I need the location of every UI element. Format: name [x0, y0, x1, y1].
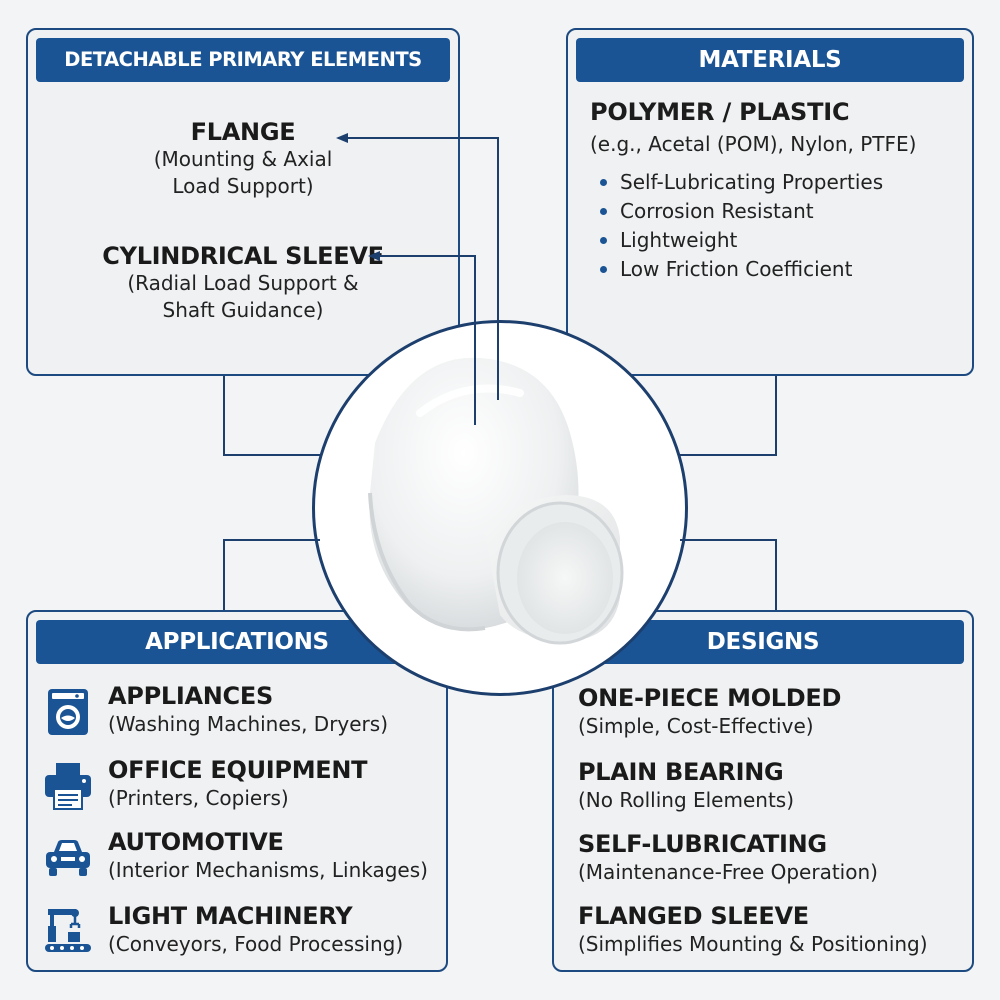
connector-bottom-right [680, 539, 777, 610]
property-label: Low Friction Coefficient [620, 257, 853, 281]
materials-subtitle: (e.g., Acetal (POM), Nylon, PTFE) [590, 132, 917, 156]
list-item: Corrosion Resistant [600, 197, 883, 226]
design-title: ONE-PIECE MOLDED [578, 684, 842, 712]
robotic-arm-conveyor-icon [45, 909, 91, 952]
application-text: LIGHT MACHINERY (Conveyors, Food Process… [108, 902, 403, 958]
primary-elements-header: DETACHABLE PRIMARY ELEMENTS [36, 38, 450, 82]
design-item: SELF-LUBRICATING (Maintenance-Free Opera… [578, 830, 878, 886]
design-item: ONE-PIECE MOLDED (Simple, Cost-Effective… [578, 684, 841, 740]
application-text: OFFICE EQUIPMENT (Printers, Copiers) [108, 756, 368, 812]
bearing-image-circle [312, 320, 688, 696]
sleeve-desc-line2: Shaft Guidance) [162, 298, 324, 322]
flange-title: FLANGE [190, 118, 296, 146]
materials-title: POLYMER / PLASTIC [590, 98, 850, 126]
connector-top-right [680, 376, 777, 456]
car-icon [46, 840, 90, 876]
list-item: Lightweight [600, 226, 883, 255]
flanged-bearing-illustration [368, 357, 624, 645]
sleeve-desc-line1: (Radial Load Support & [127, 271, 359, 295]
application-title: LIGHT MACHINERY [108, 902, 353, 930]
sleeve-title: CYLINDRICAL SLEEVE [102, 242, 384, 270]
application-title: OFFICE EQUIPMENT [108, 756, 368, 784]
application-automotive: AUTOMOTIVE (Interior Mechanisms, Linkage… [42, 828, 428, 884]
design-desc: (Simplifies Mounting & Positioning) [578, 932, 928, 956]
design-item: PLAIN BEARING (No Rolling Elements) [578, 758, 794, 814]
printer-icon [45, 763, 91, 810]
application-appliances: APPLIANCES (Washing Machines, Dryers) [42, 682, 388, 738]
property-label: Self-Lubricating Properties [620, 170, 884, 194]
application-desc: (Washing Machines, Dryers) [108, 712, 388, 736]
design-desc: (Simple, Cost-Effective) [578, 714, 814, 738]
sleeve-element: CYLINDRICAL SLEEVE (Radial Load Support … [28, 242, 458, 324]
application-title: APPLIANCES [108, 682, 273, 710]
bullet-icon [600, 179, 607, 186]
design-title: FLANGED SLEEVE [578, 902, 809, 930]
design-item: FLANGED SLEEVE (Simplifies Mounting & Po… [578, 902, 928, 958]
application-title: AUTOMOTIVE [108, 828, 284, 856]
application-text: AUTOMOTIVE (Interior Mechanisms, Linkage… [108, 828, 428, 884]
connector-bottom-left [223, 539, 320, 610]
materials-header: MATERIALS [576, 38, 964, 82]
flange-desc-line1: (Mounting & Axial [153, 147, 333, 171]
bullet-icon [600, 208, 607, 215]
application-desc: (Interior Mechanisms, Linkages) [108, 858, 428, 882]
materials-panel: MATERIALS POLYMER / PLASTIC (e.g., Aceta… [566, 28, 974, 376]
materials-property-list: Self-Lubricating Properties Corrosion Re… [600, 168, 883, 284]
list-item: Self-Lubricating Properties [600, 168, 883, 197]
property-label: Corrosion Resistant [620, 199, 814, 223]
application-desc: (Conveyors, Food Processing) [108, 932, 404, 956]
application-text: APPLIANCES (Washing Machines, Dryers) [108, 682, 388, 738]
washing-machine-icon [48, 689, 88, 735]
design-title: SELF-LUBRICATING [578, 830, 827, 858]
application-desc: (Printers, Copiers) [108, 786, 289, 810]
design-desc: (No Rolling Elements) [578, 788, 795, 812]
application-office-equipment: OFFICE EQUIPMENT (Printers, Copiers) [42, 756, 368, 812]
bullet-icon [600, 237, 607, 244]
connector-top-left [223, 376, 320, 456]
application-light-machinery: LIGHT MACHINERY (Conveyors, Food Process… [42, 902, 403, 958]
property-label: Lightweight [620, 228, 738, 252]
bullet-icon [600, 266, 607, 273]
flange-desc-line2: Load Support) [172, 174, 314, 198]
design-title: PLAIN BEARING [578, 758, 784, 786]
list-item: Low Friction Coefficient [600, 255, 883, 284]
applications-panel: APPLICATIONS APPLIANCES (Washing Machine… [26, 610, 448, 972]
flange-element: FLANGE (Mounting & Axial Load Support) [28, 118, 458, 200]
design-desc: (Maintenance-Free Operation) [578, 860, 878, 884]
